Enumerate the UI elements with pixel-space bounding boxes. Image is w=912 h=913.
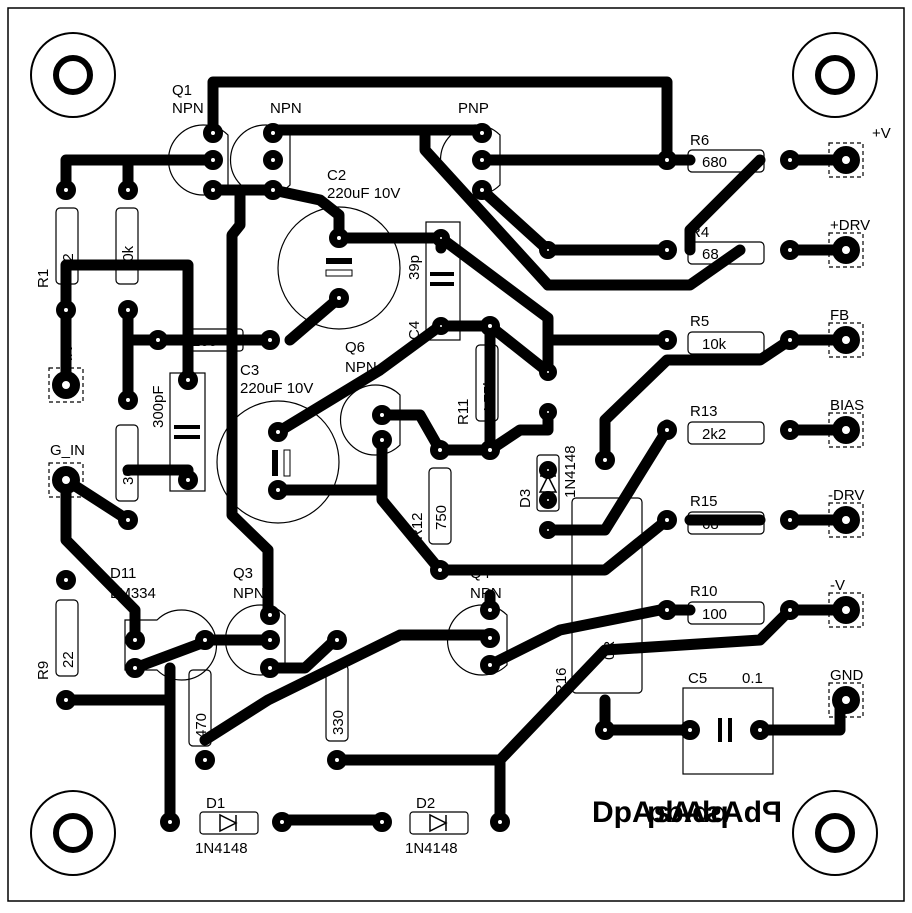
q1-ref: Q1: [172, 82, 192, 99]
mounting-hole-top-left: [30, 32, 116, 118]
r15-value: 68: [702, 516, 719, 533]
q6-type: NPN: [345, 359, 377, 376]
c3-ref: C3: [240, 362, 259, 379]
conn-v-pos-label: +V: [872, 125, 891, 142]
q1-type: NPN: [172, 100, 204, 117]
d2-ref: D2: [416, 795, 435, 812]
r13-ref: R13: [690, 403, 718, 420]
q4-type: NPN: [470, 585, 502, 602]
q3-ref: Q3: [233, 565, 253, 582]
mounting-holes: [30, 32, 878, 876]
connector-pads: [48, 142, 864, 718]
mounting-hole-bottom-left: [30, 790, 116, 876]
d2-body: [409, 811, 469, 835]
c2-outline: [277, 206, 401, 330]
r10-value: 100: [702, 606, 727, 623]
conn-in-label: +IN: [59, 346, 76, 370]
conn-fb-label: FB: [830, 307, 849, 324]
q2-type: NPN: [270, 100, 302, 117]
r5-ref: R5: [690, 313, 709, 330]
d3-value: 1N4148: [562, 445, 579, 498]
board-title-mirrored: PbAsAdq: [647, 796, 782, 829]
r5-value: 10k: [702, 336, 727, 353]
d3-body: [536, 454, 560, 512]
r9-body: [55, 599, 79, 677]
c3-outline: [216, 400, 340, 524]
r16-value: 0R: [601, 641, 618, 660]
r6-value: 680: [702, 154, 727, 171]
r9-value: 22: [60, 651, 77, 668]
r16-outline: [571, 497, 643, 694]
r14-value: 30: [120, 468, 137, 485]
r16-ref: R16: [553, 667, 570, 695]
r13-body: [687, 421, 765, 445]
q6-ref: Q6: [345, 339, 365, 356]
q5-type: PNP: [458, 100, 489, 117]
r3-value: 100: [192, 333, 217, 350]
c3-value: 220uF 10V: [240, 380, 313, 397]
cap-symbols: [174, 258, 732, 742]
r12-body: [428, 467, 452, 545]
r6-ref: R6: [690, 132, 709, 149]
conn-gnd-label: GND: [830, 667, 864, 684]
c4-value: 39p: [406, 255, 423, 280]
r11-value: 4.75k: [481, 378, 498, 415]
q3-type: NPN: [233, 585, 265, 602]
r8-body: [188, 669, 212, 747]
r1-value: 22: [60, 253, 77, 270]
d3-ref: D3: [517, 489, 534, 508]
r4-value: 68: [702, 246, 719, 263]
d1-body: [199, 811, 259, 835]
c-small-value: 300pF: [150, 385, 167, 428]
r2-body: [115, 207, 139, 285]
conn-g-in-label: G_IN: [50, 442, 85, 459]
r15-ref: R15: [690, 493, 718, 510]
c2-value: 220uF 10V: [327, 185, 400, 202]
board-title: DpAsAdq: [592, 796, 729, 829]
r11-ref: R11: [455, 399, 472, 425]
r4-ref: R4: [690, 224, 709, 241]
d1-ref: D1: [206, 795, 225, 812]
r9-ref: R9: [35, 661, 52, 680]
r13-value: 2k2: [702, 426, 726, 443]
d2-value: 1N4148: [405, 840, 458, 857]
mounting-hole-bottom-right: [792, 790, 878, 876]
r1-ref: R1: [35, 269, 52, 288]
c5-value: 0.1: [742, 670, 763, 687]
r10-ref: R10: [690, 583, 718, 600]
diode-symbols: [219, 474, 558, 833]
r8-value: 470: [193, 713, 210, 738]
q4-ref: Q4: [470, 565, 490, 582]
conn-drv-pos-label: +DRV: [830, 217, 870, 234]
r2-value: 10k: [120, 245, 137, 270]
r12-ref: R12: [409, 512, 426, 540]
conn-v-neg-label: -V: [830, 577, 845, 594]
d11-type: LM334: [110, 585, 156, 602]
d1-value: 1N4148: [195, 840, 248, 857]
conn-drv-neg-label: -DRV: [828, 487, 864, 504]
r5-body: [687, 331, 765, 355]
mounting-hole-top-right: [792, 32, 878, 118]
r7-value: 330: [330, 710, 347, 735]
c4-ref: C4: [406, 321, 423, 340]
r14-body: [115, 424, 139, 502]
c4-outline: [425, 221, 461, 341]
c2-ref: C2: [327, 167, 346, 184]
d11-ref: D11: [110, 565, 136, 582]
r12-value: 750: [433, 505, 450, 530]
c5-ref: C5: [688, 670, 707, 687]
pads: [56, 123, 800, 832]
conn-bias-label: BIAS: [830, 397, 864, 414]
